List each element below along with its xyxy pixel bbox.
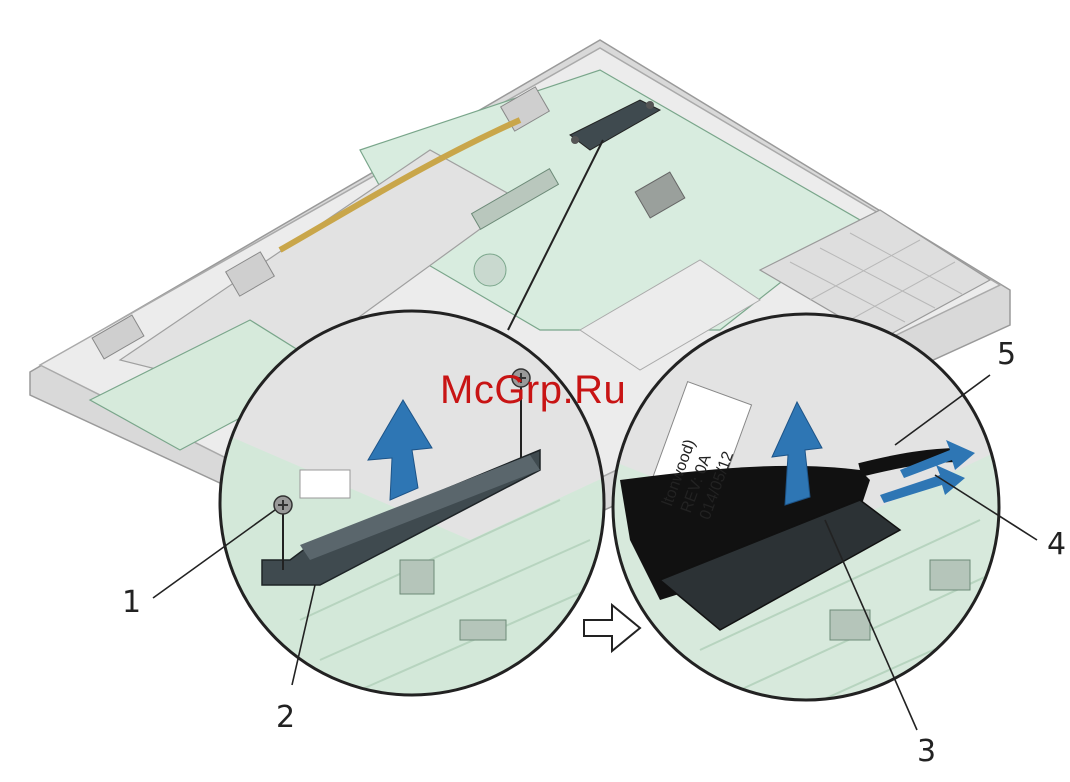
callout-3: 3 <box>917 737 936 767</box>
callout-5: 5 <box>997 340 1016 370</box>
step-arrow-icon <box>584 605 640 651</box>
watermark: McGrp.Ru <box>440 368 626 413</box>
callout-2: 2 <box>276 703 295 733</box>
callout-1: 1 <box>122 588 141 618</box>
fan <box>474 254 506 286</box>
callout-4: 4 <box>1047 530 1066 560</box>
